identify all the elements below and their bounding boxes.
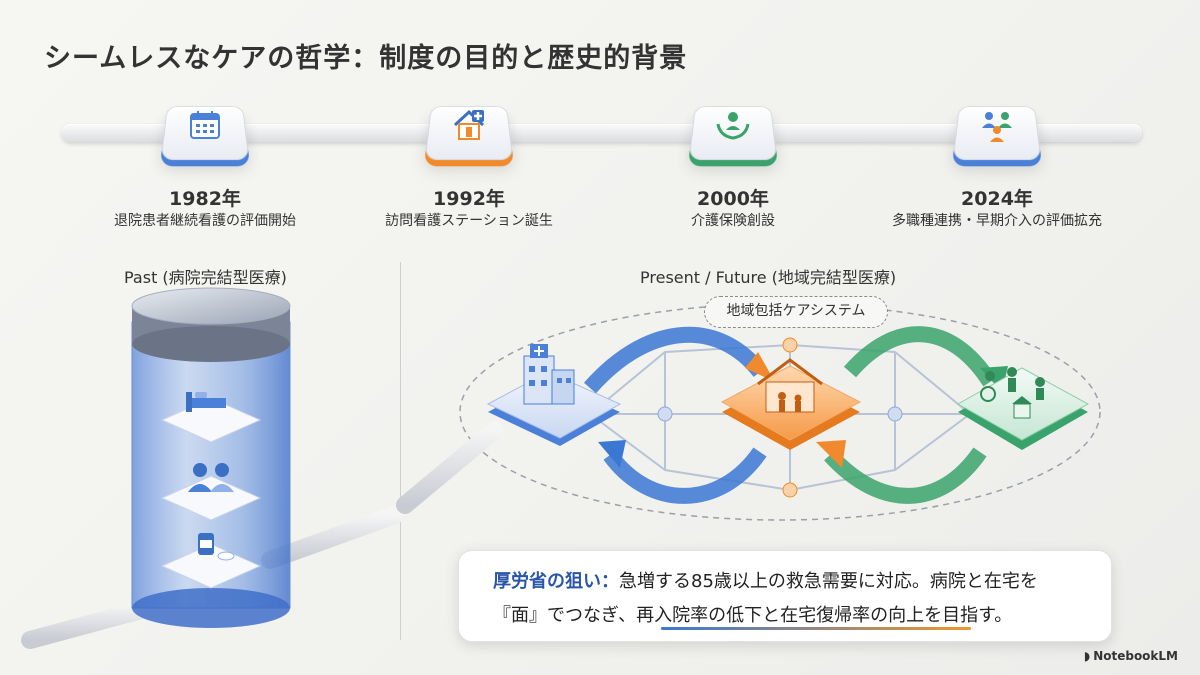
- milestone-1992: [414, 100, 524, 166]
- page-title: シームレスなケアの哲学：制度の目的と歴史的背景: [44, 43, 688, 74]
- hospital-platform: [486, 344, 622, 446]
- team-icon: [982, 112, 1012, 142]
- milestone-desc: 多職種連携・早期介入の評価拡充: [892, 213, 1102, 229]
- hospital-cylinder: [131, 287, 291, 628]
- notebooklm-icon: ◗: [1083, 649, 1091, 663]
- medicine-icon: [198, 533, 235, 561]
- callout-text-2a: 『面』でつなぎ、: [493, 605, 637, 626]
- hospital-bed-icon: [186, 392, 226, 412]
- brand-watermark: ◗NotebookLM: [1084, 649, 1178, 663]
- callout-line-1: 厚労省の狙い：急増する85歳以上の救急需要に対応。病院と在宅を: [493, 567, 1038, 593]
- calendar-icon: [190, 111, 220, 139]
- section-divider: [400, 262, 401, 640]
- community-care-system-badge: 地域包括ケアシステム: [704, 296, 888, 328]
- callout-line-2: 『面』でつなぎ、再入院率の低下と在宅復帰率の向上を目指す。: [493, 601, 1012, 627]
- past-label: Past (病院完結型医療): [124, 268, 287, 287]
- milestone-desc: 退院患者継続看護の評価開始: [114, 213, 296, 229]
- milestone-year: 1992年: [433, 188, 505, 210]
- home-platform: [720, 358, 862, 450]
- milestone-2000: [678, 100, 788, 166]
- care-hands-icon: [716, 112, 750, 140]
- hospital-building-icon: [523, 344, 575, 405]
- milestone-desc: 介護保険創設: [691, 213, 775, 229]
- milestone-year: 2000年: [697, 188, 769, 210]
- callout-text-1: 急増する85歳以上の救急需要に対応。病院と在宅を: [619, 571, 1038, 592]
- family-home-icon: [757, 358, 823, 413]
- brand-name: NotebookLM: [1093, 649, 1178, 663]
- community-platform: [956, 367, 1090, 450]
- callout-key: 厚労省の狙い：: [493, 571, 619, 592]
- home-nursing-icon: [453, 109, 485, 140]
- milestone-2024: [942, 100, 1052, 166]
- milestone-1982: [150, 100, 260, 166]
- callout-text-2b: 再入院率の低下と在宅復帰率の向上を目指す。: [636, 605, 1013, 626]
- callout-underline: [661, 627, 971, 630]
- policy-callout: 厚労省の狙い：急増する85歳以上の救急需要に対応。病院と在宅を 『面』でつなぎ、…: [458, 550, 1112, 642]
- present-label: Present / Future (地域完結型医療): [640, 268, 897, 287]
- medical-staff-icon: [188, 463, 234, 492]
- community-care-icon: [980, 367, 1045, 419]
- milestone-desc: 訪問看護ステーション誕生: [385, 213, 553, 229]
- milestone-year: 1982年: [169, 188, 241, 210]
- timeline-track: [62, 124, 1142, 142]
- milestone-year: 2024年: [961, 188, 1033, 210]
